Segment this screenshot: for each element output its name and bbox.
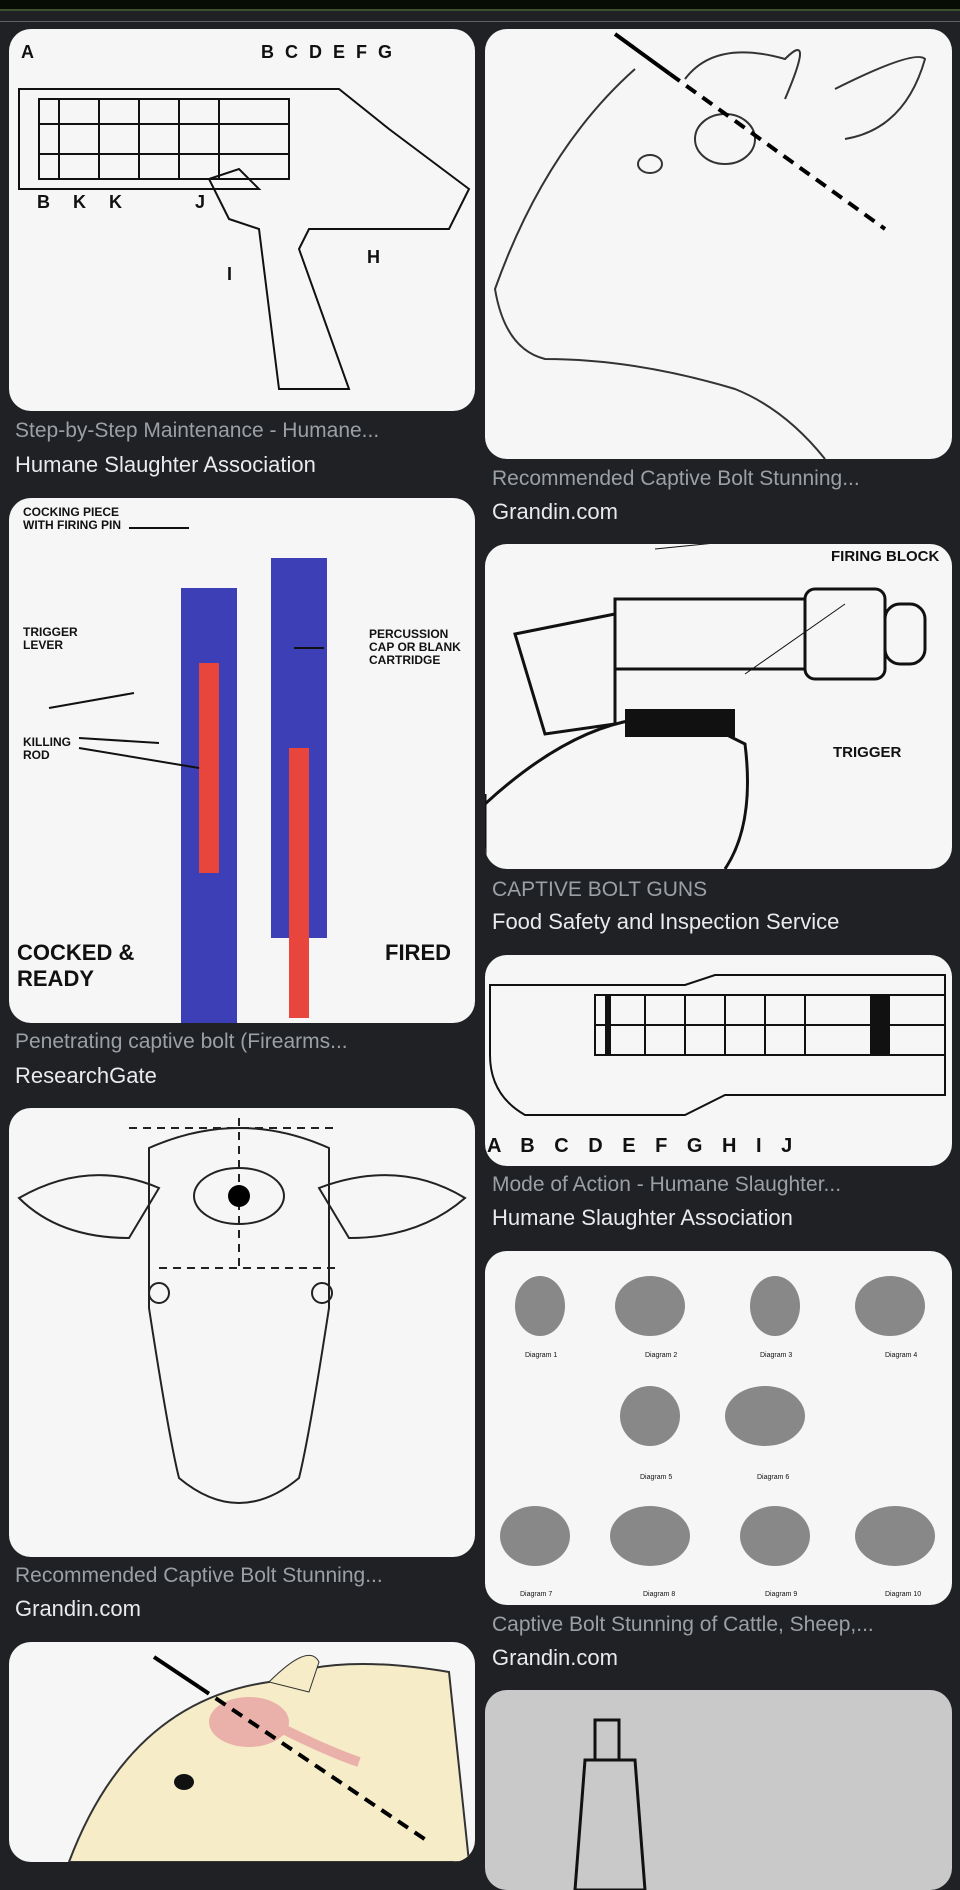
image-result-4[interactable]: FIRING BLOCK TRIGGER CAPTIVE BOLT GUNS F… — [485, 544, 952, 944]
image-label: Diagram 10 — [885, 1591, 922, 1598]
bolt-cross-section-icon — [48, 527, 327, 1023]
image-label: Diagram 5 — [640, 1474, 673, 1481]
image-label: B K K — [37, 192, 122, 212]
image-label: I — [227, 264, 233, 284]
result-source[interactable]: Grandin.com — [492, 499, 618, 524]
image-label: TRIGGER — [833, 744, 902, 761]
bolt-gun-diagram-icon — [18, 88, 471, 390]
image-label: Diagram 3 — [760, 1352, 793, 1359]
divider — [0, 21, 960, 22]
image-label: PERCUSSION CAP OR BLANK CARTRIDGE — [369, 627, 461, 667]
animal-diagrams-icon — [500, 1276, 935, 1566]
cow-head-front-icon — [17, 1118, 467, 1504]
result-thumbnail[interactable]: FIRING BLOCK TRIGGER — [485, 544, 952, 869]
cow-head-side-icon — [493, 32, 927, 459]
result-thumbnail[interactable] — [485, 1690, 952, 1890]
image-result-6[interactable]: Recommended Captive Bolt Stunning... Gra… — [9, 1108, 475, 1628]
result-title[interactable]: Mode of Action - Humane Slaughter... — [492, 1173, 842, 1196]
image-label: FIRING BLOCK — [831, 548, 940, 565]
status-bar — [0, 0, 960, 11]
image-label: KILLING ROD — [23, 735, 71, 762]
image-result-8[interactable] — [9, 1642, 475, 1862]
image-result-9[interactable] — [485, 1690, 952, 1890]
result-source[interactable]: Food Safety and Inspection Service — [492, 909, 840, 934]
image-label: COCKED & READY — [17, 940, 135, 991]
result-source[interactable]: ResearchGate — [15, 1063, 157, 1088]
image-label: COCKING PIECE WITH FIRING PIN — [23, 505, 121, 532]
image-label: Diagram 1 — [525, 1352, 558, 1359]
image-label: Diagram 8 — [643, 1591, 676, 1598]
result-source[interactable]: Grandin.com — [492, 1645, 618, 1670]
result-title[interactable]: Recommended Captive Bolt Stunning... — [15, 1564, 383, 1587]
result-thumbnail[interactable]: Diagram 1 Diagram 2 Diagram 3 Diagram 4 … — [485, 1251, 952, 1605]
image-result-2[interactable]: Recommended Captive Bolt Stunning... Gra… — [485, 29, 952, 534]
image-label: TRIGGER LEVER — [23, 625, 78, 652]
result-title[interactable]: Captive Bolt Stunning of Cattle, Sheep,.… — [492, 1613, 874, 1636]
result-title[interactable]: CAPTIVE BOLT GUNS — [492, 878, 708, 901]
result-title[interactable]: Recommended Captive Bolt Stunning... — [492, 467, 860, 490]
result-source[interactable]: Grandin.com — [15, 1596, 141, 1621]
image-label: A B C D E F G H I J — [487, 1135, 793, 1157]
cow-head-side-color-icon — [67, 1654, 471, 1862]
image-label: Diagram 7 — [520, 1591, 553, 1598]
image-result-7[interactable]: Diagram 1 Diagram 2 Diagram 3 Diagram 4 … — [485, 1251, 952, 1681]
bolt-gun-in-hand-icon — [485, 544, 927, 869]
image-label: FIRED — [385, 940, 451, 965]
bolt-mechanism-diagram-icon — [489, 974, 946, 1116]
result-source[interactable]: Humane Slaughter Association — [492, 1205, 793, 1230]
image-label: Diagram 2 — [645, 1352, 678, 1359]
image-label: J — [195, 192, 206, 212]
image-label: Diagram 9 — [765, 1591, 798, 1598]
image-label: H — [367, 247, 380, 267]
image-result-3[interactable]: COCKING PIECE WITH FIRING PIN TRIGGER LE… — [9, 498, 475, 1098]
result-source[interactable]: Humane Slaughter Association — [15, 452, 316, 477]
result-title[interactable]: Penetrating captive bolt (Firearms... — [15, 1030, 348, 1053]
result-thumbnail[interactable] — [9, 1108, 475, 1557]
bolt-gun-photo-icon — [573, 1718, 647, 1890]
image-label: Diagram 4 — [885, 1352, 918, 1359]
image-label: B C D E F G — [261, 42, 393, 62]
result-thumbnail[interactable]: A B C D E F G H I J — [485, 955, 952, 1166]
result-title[interactable]: Step-by-Step Maintenance - Humane... — [15, 419, 380, 442]
image-result-1[interactable]: A B C D E F G B K K J H I Step-by-Step M… — [9, 29, 475, 479]
result-thumbnail[interactable]: COCKING PIECE WITH FIRING PIN TRIGGER LE… — [9, 498, 475, 1023]
result-thumbnail[interactable] — [9, 1642, 475, 1862]
result-thumbnail[interactable] — [485, 29, 952, 459]
image-label: Diagram 6 — [757, 1474, 790, 1481]
result-thumbnail[interactable]: A B C D E F G B K K J H I — [9, 29, 475, 411]
image-label: A — [21, 42, 34, 62]
image-result-5[interactable]: A B C D E F G H I J Mode of Action - Hum… — [485, 955, 952, 1245]
